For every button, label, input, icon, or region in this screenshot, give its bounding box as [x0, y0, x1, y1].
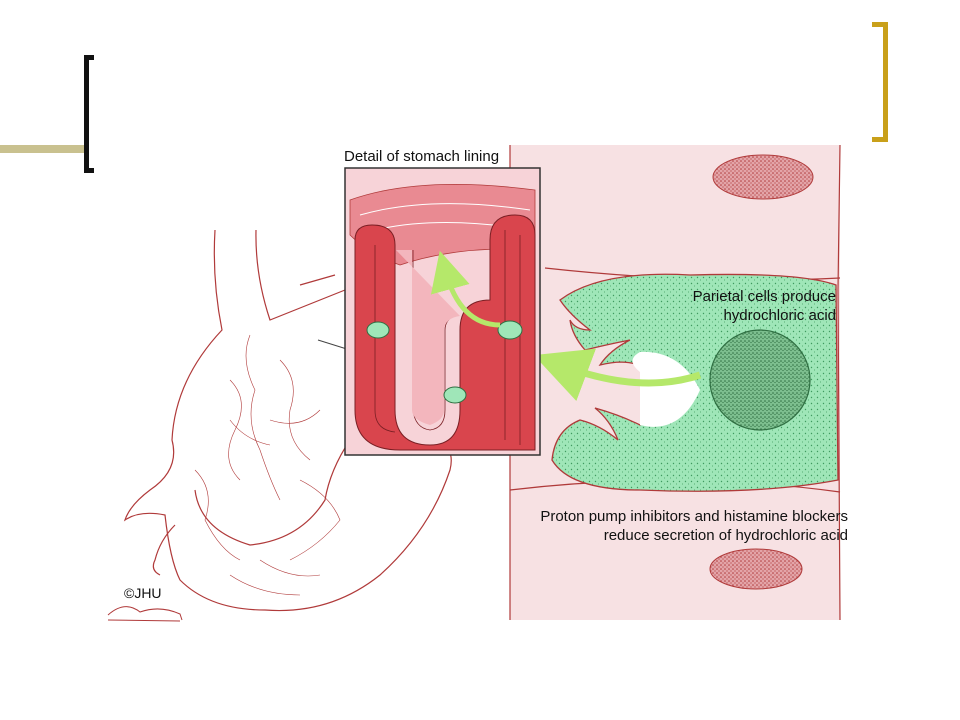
right-bracket-decoration [872, 22, 888, 142]
accent-bar [0, 145, 88, 153]
ppi-label-line-2: reduce secretion of hydrochloric acid [603, 527, 848, 544]
parietal-cell-drawing [533, 273, 839, 492]
stomach-drawing [123, 229, 452, 612]
parietal-nucleus [709, 329, 811, 431]
green-arrow-icon [533, 348, 702, 402]
parietal-cell-label: Parietal cells produce hydrochloric acid [600, 287, 836, 325]
stomach-lining-detail [344, 167, 541, 456]
ppi-label: Proton pump inhibitors and histamine blo… [420, 507, 848, 545]
nucleus-bottom [709, 548, 803, 590]
parietal-label-line-1: Parietal cells produce [692, 288, 836, 305]
copyright-label: ©JHU [124, 585, 162, 601]
left-bracket-decoration [84, 55, 94, 173]
detail-title: Detail of stomach lining [344, 148, 500, 165]
nucleus-top [712, 154, 814, 200]
parietal-label-line-2: hydrochloric acid [723, 307, 836, 324]
ppi-label-line-1: Proton pump inhibitors and histamine blo… [540, 508, 848, 525]
signature [107, 606, 183, 622]
